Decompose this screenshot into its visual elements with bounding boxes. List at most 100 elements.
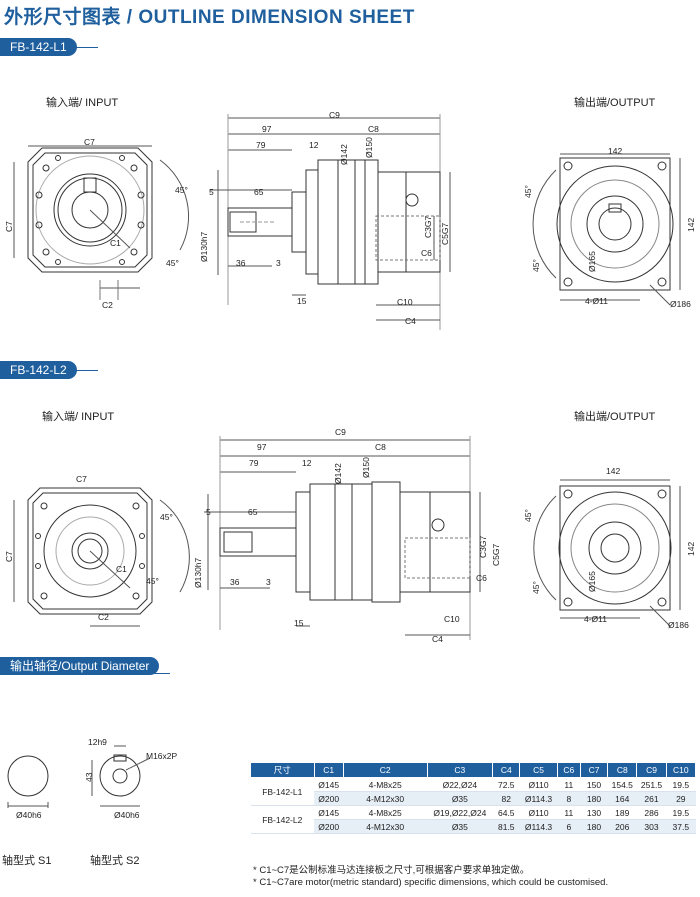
table-cell: Ø35 [427,791,493,806]
table-cell: Ø19,Ø22,Ø24 [427,805,493,820]
dim-5-l2: 5 [206,507,211,517]
table-cell: 6 [557,819,581,834]
dim-c3-l2: C3G7 [478,535,488,558]
dim-3: 3 [276,258,281,268]
table-cell: Ø114.3 [519,791,558,806]
table-header-cell: C10 [665,762,697,778]
dim-150: Ø150 [364,137,374,158]
table-cell: Ø22,Ø24 [427,777,493,792]
dim-142-top: 142 [608,146,623,156]
table-header-cell: C9 [636,762,667,778]
dim-142-side: 142 [686,217,696,232]
output-view-label-l2: 输出端/OUTPUT [574,411,656,423]
dim-c7: C7 [84,137,95,147]
table-cell: 189 [607,805,637,820]
dim-c2-l2: C2 [98,612,109,622]
table-cell: 37.5 [666,819,696,834]
table-cell: 286 [636,805,667,820]
dim-65: 65 [254,187,264,197]
table-row: FB-142-L2 Ø145 4-M8x25 Ø19,Ø22,Ø24 64.5 … [250,805,696,834]
table-header-cell: C3 [426,762,494,778]
dim-142-side-l2: 142 [686,541,696,556]
dim-c5-l2: C5G7 [491,543,501,566]
dim-15: 15 [297,296,307,306]
dim-c8-l2: C8 [375,442,386,452]
table-model-cell: FB-142-L2 [250,805,315,834]
table-cell: 180 [580,819,608,834]
table-cell: 19.5 [666,805,696,820]
table-row: FB-142-L1 Ø145 4-M8x25 Ø22,Ø24 72.5 Ø110… [250,777,696,806]
dim-holes: 4-Ø11 [585,296,608,306]
table-cell: 303 [636,819,667,834]
shaft-key: 12h9 [88,737,107,747]
dim-36: 36 [236,258,246,268]
table-cell: Ø110 [519,777,558,792]
angle-45-bottom-l2: 45° [146,576,159,586]
table-cell: Ø200 [314,819,344,834]
dim-c4: C4 [405,316,416,326]
dim-c9-l2: C9 [335,427,346,437]
l1-output-drawing [532,153,681,306]
table-cell: Ø145 [314,805,344,820]
dim-142: Ø142 [339,144,349,165]
section-badge-shaft: 输出轴径/Output Diameter [0,657,160,675]
dim-12-l2: 12 [302,458,312,468]
note-en: * C1~C7are motor(metric standard) specif… [253,877,609,888]
table-cell: 4-M12x30 [343,791,428,806]
table-cell: 154.5 [607,777,637,792]
table-cell: Ø200 [314,791,344,806]
dim-c8: C8 [368,124,379,134]
shaft-s1-drawing [7,755,49,808]
dim-c7-vertical: C7 [4,221,14,232]
dim-c5: C5G7 [440,222,450,245]
dim-c3: C3G7 [423,215,433,238]
dim-97-l2: 97 [257,442,267,452]
table-header-cell: C4 [492,762,521,778]
shaft-height: 43 [84,772,94,782]
dim-130-l2: Ø130h7 [193,557,203,588]
l2-output-drawing [533,479,681,627]
table-model-cell: FB-142-L1 [250,777,315,806]
table-cell: 72.5 [492,777,520,792]
table-cell: 29 [666,791,696,806]
l1-input-drawing [13,145,190,300]
dim-15-l2: 15 [294,618,304,628]
dim-c6: C6 [421,248,432,258]
section-badge-l2: FB-142-L2 [0,361,77,379]
table-cell: 11 [557,777,581,792]
page-title: 外形尺寸图表 / OUTLINE DIMENSION SHEET [4,7,415,28]
dim-97: 97 [262,124,272,134]
table-cell: Ø110 [519,805,558,820]
l1-side-drawing [210,114,451,330]
l2-side-drawing [204,436,481,640]
table-cell: 82 [492,791,520,806]
table-cell: 251.5 [636,777,667,792]
dim-c10-l2: C10 [444,614,460,624]
dim-79: 79 [256,140,266,150]
dim-142-top-l2: 142 [606,466,621,476]
shaft-s2-label: 轴型式 S2 [90,855,140,867]
angle-45-out-bottom: 45° [531,259,541,272]
angle-45-out-bottom-l2: 45° [531,581,541,594]
dim-5: 5 [209,187,214,197]
dim-186-l2: Ø186 [668,620,689,630]
dim-c6-l2: C6 [476,573,487,583]
table-header-cell: C6 [556,762,581,778]
dim-142-l2: Ø142 [333,463,343,484]
table-cell: 11 [557,805,581,820]
table-cell: Ø114.3 [519,819,558,834]
shaft-s1-label: 轴型式 S1 [2,855,52,867]
table-header-row: 尺寸 C1 C2 C3 C4 C5 C6 C7 C8 C9 C10 [250,762,697,778]
table-row: Ø200 4-M12x30 Ø35 82 Ø114.3 8 180 164 26… [251,791,696,806]
input-view-label-l2: 输入端/ INPUT [42,411,115,423]
l2-input-drawing [13,487,190,627]
table-cell: 19.5 [666,777,696,792]
dim-79-l2: 79 [249,458,259,468]
table-cell: 130 [580,805,608,820]
table-header-cell: C5 [519,762,558,778]
table-cell: 261 [636,791,667,806]
dim-150-l2: Ø150 [361,457,371,478]
table-cell: 64.5 [492,805,520,820]
table-cell: 164 [607,791,637,806]
dim-c7-vertical-l2: C7 [4,551,14,562]
